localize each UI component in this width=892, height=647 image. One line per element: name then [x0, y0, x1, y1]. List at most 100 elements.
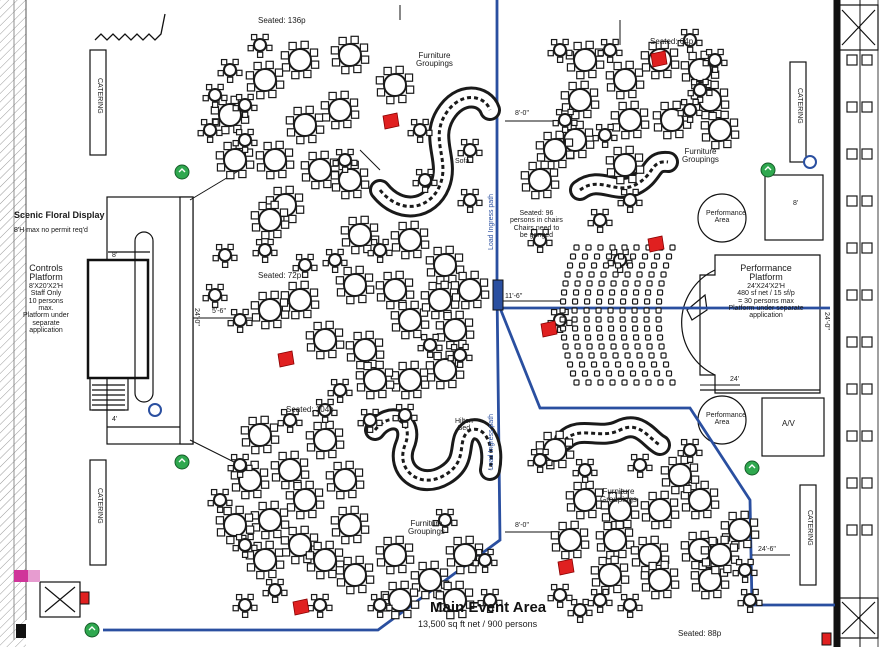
- dim-label: 5'-6": [212, 308, 226, 315]
- theater-chair: [626, 262, 634, 269]
- small-table: [332, 148, 358, 173]
- exit-sign-icon: [760, 162, 776, 178]
- theater-chair: [559, 298, 567, 305]
- theater-chair: [646, 343, 653, 350]
- theater-chair: [595, 325, 603, 332]
- theater-chair: [631, 298, 639, 305]
- theater-chair: [658, 343, 665, 350]
- theater-chair: [566, 361, 574, 368]
- fire-extinguisher-icon: [292, 598, 310, 616]
- small-table: [702, 48, 728, 73]
- dimension-lines: [189, 5, 790, 556]
- theater-chair: [631, 325, 639, 332]
- round-table: [535, 130, 575, 170]
- seated-72-label: Seated: 72p: [258, 271, 302, 280]
- theater-chair: [562, 343, 569, 350]
- small-table: [367, 593, 393, 618]
- fire-extinguisher-icon: [540, 320, 558, 338]
- theater-chair: [655, 316, 662, 323]
- small-table: [617, 593, 643, 618]
- theater-chair: [571, 316, 578, 323]
- theater-chair: [595, 307, 602, 314]
- theater-chair: [571, 325, 579, 332]
- theater-chair: [655, 307, 662, 314]
- catering-counters: [89, 49, 817, 586]
- theater-chair: [586, 343, 593, 350]
- small-table: [432, 508, 458, 533]
- theater-chair: [614, 262, 622, 269]
- theater-chair: [571, 307, 578, 314]
- theater-chair: [596, 289, 604, 296]
- theater-chair: [656, 334, 664, 341]
- theater-chair: [585, 244, 592, 251]
- theater-chair: [624, 352, 631, 359]
- small-table: [472, 548, 498, 573]
- small-table: [232, 533, 258, 558]
- round-tables: [197, 28, 763, 623]
- small-table: [392, 403, 418, 428]
- theater-chair: [602, 262, 610, 269]
- theater-chair: [573, 244, 580, 251]
- small-table: [447, 343, 473, 368]
- column-box: [861, 336, 873, 348]
- theater-chair: [631, 316, 638, 323]
- round-table: [595, 520, 635, 560]
- doorway-marker: [492, 279, 504, 311]
- round-table: [660, 455, 700, 495]
- theater-chair: [650, 361, 658, 368]
- theater-chair: [641, 370, 649, 377]
- small-table: [232, 593, 258, 618]
- column-box: [846, 477, 858, 489]
- round-table: [390, 300, 430, 340]
- seated-104-label: Seated: 104p: [286, 405, 334, 414]
- theater-chair: [632, 289, 640, 296]
- small-table: [687, 78, 713, 103]
- column-box: [846, 242, 858, 254]
- round-table: [565, 40, 605, 80]
- column-box: [861, 289, 873, 301]
- column-box: [861, 524, 873, 536]
- round-table: [700, 110, 740, 150]
- small-table: [407, 118, 433, 143]
- small-table: [677, 98, 703, 123]
- small-table: [617, 188, 643, 213]
- catering-label-1: CATERING: [96, 78, 103, 114]
- dim-label: 8': [112, 252, 118, 259]
- sofa: [554, 416, 671, 456]
- round-table: [250, 290, 290, 330]
- dim-label: 11'-6": [505, 293, 523, 300]
- small-table: [232, 128, 258, 153]
- round-table: [305, 420, 345, 460]
- exit-sign-icon: [174, 454, 190, 470]
- theater-chair: [559, 307, 566, 314]
- theater-chair: [598, 280, 605, 287]
- theater-chair: [643, 325, 651, 332]
- theater-chair: [644, 334, 652, 341]
- dim-label: 8'-0": [515, 522, 529, 529]
- small-table: [677, 28, 703, 53]
- exit-sign-icon: [174, 164, 190, 180]
- round-table: [560, 80, 600, 120]
- round-table: [630, 535, 670, 575]
- round-table: [245, 60, 285, 100]
- walkway-label-1: Load Ingress path: [488, 193, 495, 250]
- small-table: [412, 168, 438, 193]
- theater-chair: [597, 379, 604, 386]
- small-table: [417, 333, 443, 358]
- info-point-icon: [148, 403, 162, 417]
- round-table: [245, 540, 285, 580]
- theater-seated-label: Seated: 96 persons in chairs Chairs need…: [510, 210, 563, 240]
- round-table: [605, 60, 645, 100]
- controls-platform-label: Controls Platform 8'X20'X2'H Staff Only …: [23, 263, 69, 334]
- small-table: [252, 238, 278, 263]
- theater-chair: [641, 253, 649, 260]
- fire-extinguisher-icon: [277, 350, 295, 368]
- small-table: [322, 248, 348, 273]
- column-box: [861, 148, 873, 160]
- round-table: [375, 65, 415, 105]
- column-box: [846, 195, 858, 207]
- theater-chair: [655, 325, 663, 332]
- theater-chair: [617, 370, 625, 377]
- theater-chair: [595, 298, 603, 305]
